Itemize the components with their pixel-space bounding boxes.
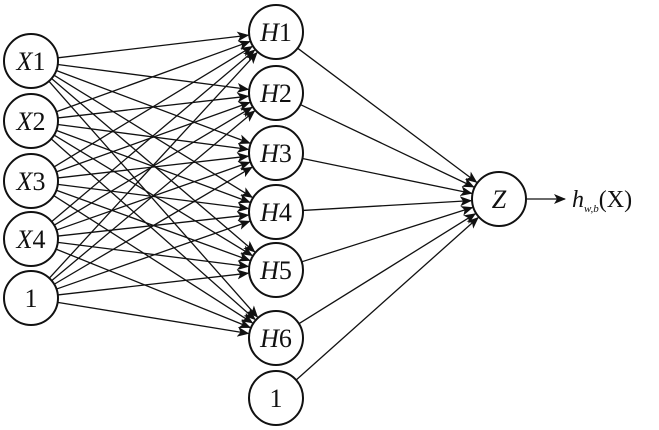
edge-x4-to-h6 (55, 248, 251, 329)
edge-bias-in-to-h4 (56, 220, 251, 290)
input-node-x3-circle (3, 153, 59, 209)
hidden-node-h5: H5 (248, 242, 304, 298)
input-node-x2-label: X2 (16, 107, 46, 136)
input-node-x2: X2 (3, 93, 59, 149)
edge-x2-to-h1 (56, 40, 251, 113)
edge-x1-to-h6 (48, 80, 259, 318)
input-node-x4-circle (3, 211, 59, 267)
output-layer: hw,b(X) (572, 187, 632, 215)
edge-x1-to-h1 (57, 31, 250, 59)
edge-x4-to-h1 (51, 49, 256, 223)
hidden-node-bias-hidden-circle (248, 370, 304, 426)
hidden-node-h6-circle (248, 310, 304, 366)
input-node-bias-in-circle (3, 270, 59, 326)
hidden-node-h4: H4 (248, 184, 304, 240)
edge-bias-in-to-h6 (57, 301, 250, 337)
input-node-x3: X3 (3, 153, 59, 209)
hidden-node-bias-hidden: 1 (248, 370, 304, 426)
hidden-node-h6-label: H6 (259, 324, 292, 353)
input-node-x3-label: X3 (16, 167, 46, 196)
hidden-node-h4-circle (248, 184, 304, 240)
edge-x2-to-h6 (50, 138, 256, 321)
edge-h3-to-z (302, 157, 473, 197)
hidden-node-h3-circle (248, 125, 304, 181)
input-node-x4-label: X4 (16, 225, 46, 254)
hidden-node-h4-label: H4 (259, 198, 292, 227)
input-node-x4: X4 (3, 211, 59, 267)
edge-bias-in-to-h2 (51, 110, 256, 282)
hidden-node-h1-circle (248, 4, 304, 60)
edge-x3-to-h2 (56, 101, 251, 173)
hidden-node-h5-circle (248, 242, 304, 298)
edge-h1-to-z (297, 47, 478, 183)
hidden-node-h2-label: H2 (259, 79, 292, 108)
edge-h5-to-z (301, 206, 474, 263)
hidden-node-bias-hidden-label: 1 (270, 384, 283, 413)
hidden-node-h2-circle (248, 65, 304, 121)
input-node-bias-in-label: 1 (25, 284, 38, 313)
edge-h6-to-z (298, 213, 477, 325)
input-node-x2-circle (3, 93, 59, 149)
hidden-node-h1-label: H1 (259, 18, 292, 47)
edge-x3-to-h6 (53, 195, 254, 324)
connection-layer (48, 31, 566, 381)
input-node-bias-in: 1 (3, 270, 59, 326)
input-node-x1-label: X1 (16, 47, 46, 76)
edge-bias-hidden-to-z (295, 216, 479, 381)
hidden-node-h6: H6 (248, 310, 304, 366)
output-function-label: hw,b(X) (572, 187, 632, 215)
hidden-node-h5-label: H5 (259, 256, 292, 285)
hidden-node-h1: H1 (248, 4, 304, 60)
output-node-z-circle (471, 171, 527, 227)
edge-x3-to-h1 (53, 45, 253, 168)
edge-h2-to-z (300, 104, 475, 188)
edge-bias-in-to-h1 (48, 51, 258, 279)
input-node-x1-circle (3, 33, 59, 89)
output-node-z-label: Z (492, 185, 507, 214)
edge-h4-to-z (302, 196, 473, 212)
hidden-node-h2: H2 (248, 65, 304, 121)
hidden-node-h3: H3 (248, 125, 304, 181)
hidden-node-h3-label: H3 (259, 139, 292, 168)
edge-x4-to-h5 (57, 241, 250, 271)
edge-bias-in-to-h5 (57, 269, 250, 296)
output-node-z: Z (471, 171, 527, 227)
edge-bias-in-to-h3 (53, 166, 253, 285)
input-node-x1: X1 (3, 33, 59, 89)
edge-x3-to-h3 (57, 152, 250, 179)
